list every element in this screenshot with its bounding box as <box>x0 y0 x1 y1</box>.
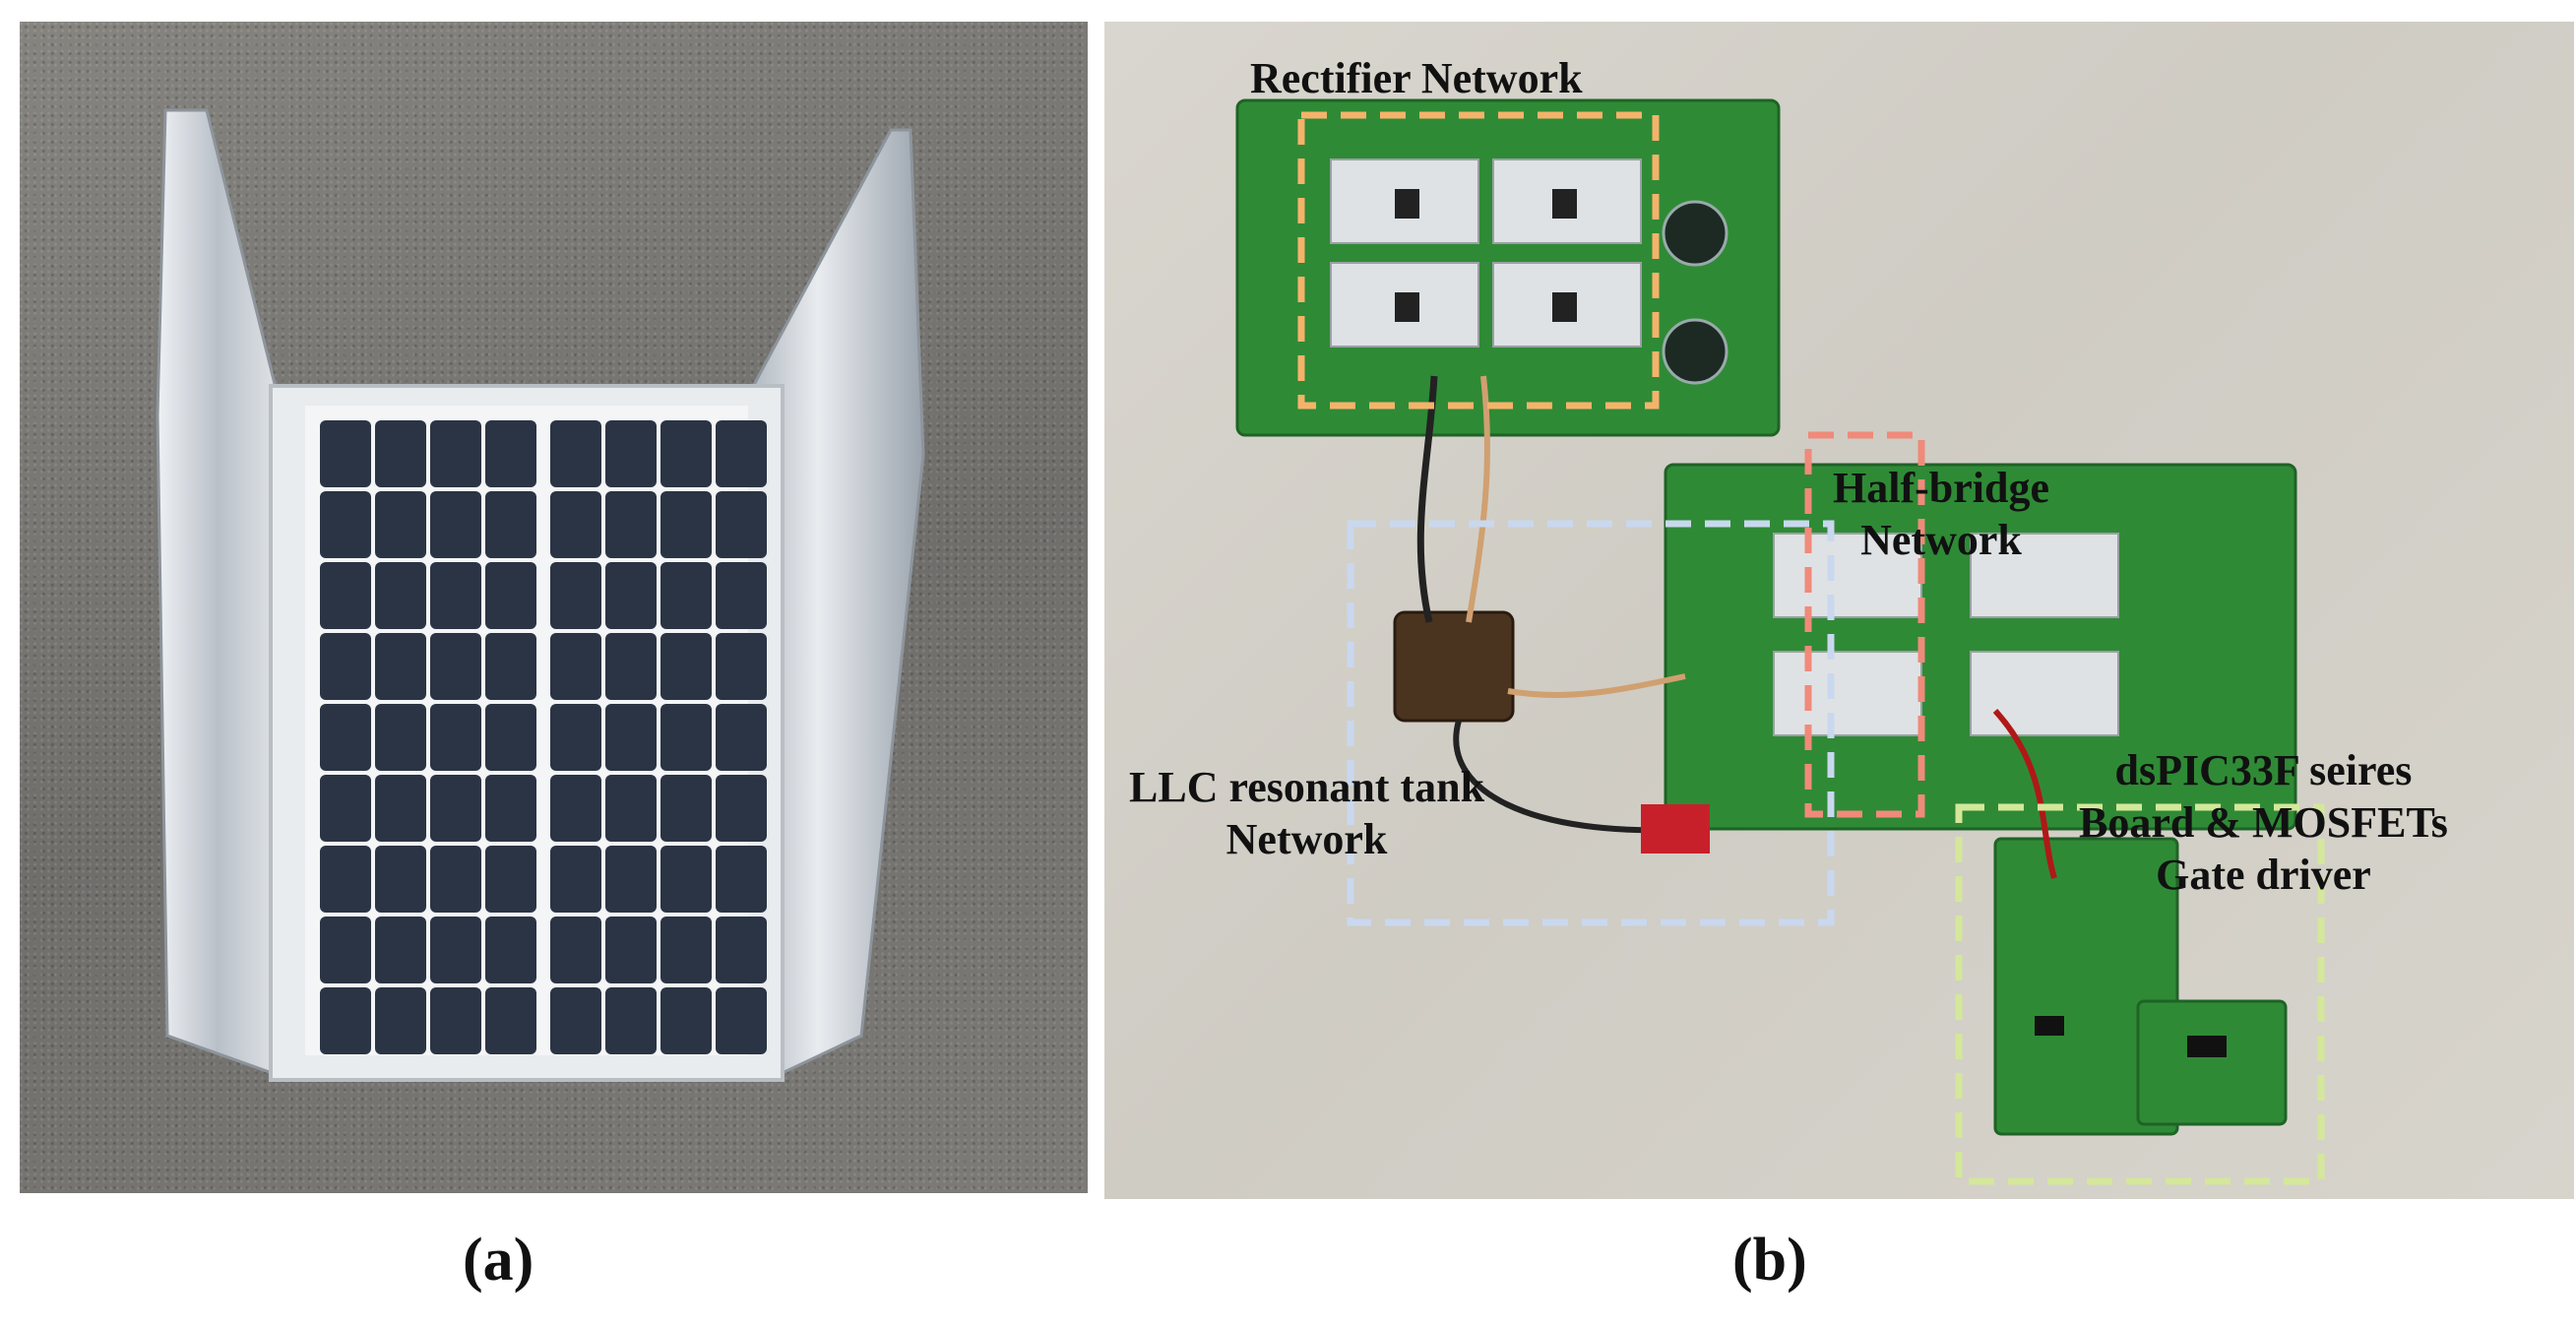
capacitor-1 <box>1662 200 1728 267</box>
solar-cell <box>430 917 481 983</box>
solar-cell <box>716 917 767 983</box>
solar-cell <box>716 420 767 487</box>
solar-cell <box>485 846 536 913</box>
solar-cell <box>430 846 481 913</box>
solar-cell <box>485 775 536 842</box>
solar-cell <box>605 987 657 1054</box>
solar-cell <box>550 562 601 629</box>
solar-cell <box>660 704 712 771</box>
solar-cell <box>550 704 601 771</box>
solar-cell <box>375 562 426 629</box>
solar-cell <box>375 491 426 558</box>
solar-cell <box>485 917 536 983</box>
solar-cell <box>375 846 426 913</box>
solar-cell <box>485 420 536 487</box>
solar-cell <box>660 846 712 913</box>
solar-cell <box>605 704 657 771</box>
solar-cell <box>430 491 481 558</box>
solar-cell <box>660 917 712 983</box>
caption-b: (b) <box>1732 1227 1807 1294</box>
solar-cell <box>430 704 481 771</box>
solar-cell <box>375 420 426 487</box>
solar-cell <box>375 917 426 983</box>
solar-cell <box>660 562 712 629</box>
solar-cell <box>660 987 712 1054</box>
rectifier-label: Rectifier Network <box>1250 54 1583 102</box>
solar-cell <box>485 491 536 558</box>
solar-cell <box>320 562 371 629</box>
solar-cell <box>716 846 767 913</box>
solar-panel-photo <box>20 22 1088 1193</box>
solar-cell <box>550 775 601 842</box>
solar-cell <box>550 987 601 1054</box>
solar-cell <box>550 420 601 487</box>
solar-cell <box>485 704 536 771</box>
solar-cell <box>320 704 371 771</box>
solar-cell <box>550 917 601 983</box>
solar-cell <box>716 775 767 842</box>
solar-cell <box>430 562 481 629</box>
solar-cell <box>605 775 657 842</box>
solar-cell <box>430 420 481 487</box>
solar-cell <box>660 633 712 700</box>
solar-cell <box>430 987 481 1054</box>
solar-cell <box>430 633 481 700</box>
rectifier-heatsinks <box>1330 158 1642 348</box>
caption-a: (a) <box>463 1227 534 1294</box>
solar-cell <box>375 704 426 771</box>
solar-cell <box>320 420 371 487</box>
circuit-illustration <box>1235 98 2325 1185</box>
solar-cell <box>660 491 712 558</box>
left-reflector <box>156 108 280 1078</box>
solar-cell <box>660 775 712 842</box>
solar-cells <box>320 420 767 1054</box>
solar-cell <box>716 704 767 771</box>
solar-cell <box>605 491 657 558</box>
solar-cell <box>485 562 536 629</box>
solar-cell <box>320 917 371 983</box>
solar-cell <box>485 633 536 700</box>
solar-cell <box>605 420 657 487</box>
solar-cell <box>375 633 426 700</box>
solar-cell <box>605 562 657 629</box>
gate-driver-board <box>2136 999 2288 1126</box>
capacitor-2 <box>1662 318 1728 385</box>
solar-panel-illustration <box>156 108 925 1083</box>
solar-cell <box>605 917 657 983</box>
solar-cell <box>375 775 426 842</box>
solar-cell <box>550 633 601 700</box>
solar-cell <box>485 987 536 1054</box>
solar-cell <box>716 491 767 558</box>
solar-cell <box>320 633 371 700</box>
red-connector <box>1641 804 1710 854</box>
solar-cell <box>320 846 371 913</box>
solar-cell <box>550 491 601 558</box>
solar-cell <box>550 846 601 913</box>
dspic-board <box>1993 837 2179 1136</box>
half-bridge-box <box>1804 431 1925 818</box>
solar-cell <box>716 562 767 629</box>
solar-cell <box>320 775 371 842</box>
rectifier-box <box>1297 111 1660 410</box>
transformer <box>1393 610 1515 723</box>
solar-cell <box>430 775 481 842</box>
solar-cell <box>320 491 371 558</box>
solar-cell <box>605 846 657 913</box>
solar-cell <box>660 420 712 487</box>
solar-cell <box>320 987 371 1054</box>
solar-cell <box>716 633 767 700</box>
llc-box <box>1347 520 1835 926</box>
dspic-box <box>1955 803 2325 1185</box>
solar-cell <box>375 987 426 1054</box>
solar-cell <box>716 987 767 1054</box>
solar-cell <box>605 633 657 700</box>
